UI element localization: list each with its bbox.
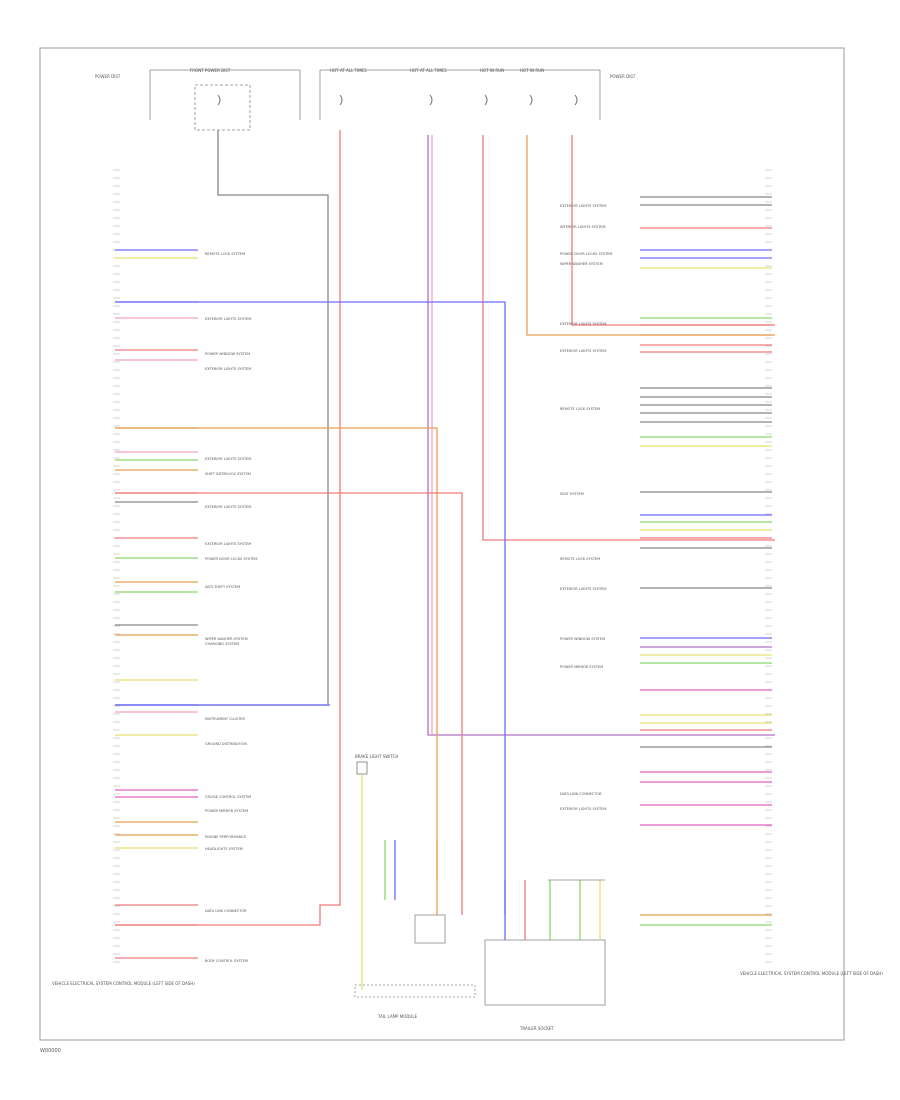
header-labels: POWER DIST FRONT POWER DIST HOT AT ALL T… (95, 68, 636, 79)
wires (115, 130, 775, 926)
right-system-label: REMOTE LOCK SYSTEM (560, 557, 600, 561)
wire-orange-2 (115, 427, 438, 880)
left-system-label: POWER MIRROR SYSTEM (205, 809, 248, 813)
wire-purple-1 (427, 135, 775, 736)
right-system-labels: EXTERIOR LIGHTS SYSTEM INTERIOR LIGHTS SY… (560, 204, 612, 811)
svg-text:POWER DIST: POWER DIST (610, 74, 636, 79)
left-system-label: INSTRUMENT CLUSTER (205, 717, 245, 721)
wire-gray-1 (115, 130, 329, 706)
right-system-label: POWER MIRROR SYSTEM (560, 665, 603, 669)
left-system-label: EXTERIOR LIGHTS SYSTEM (205, 367, 251, 371)
left-system-label: REMOTE LOCK SYSTEM (205, 252, 245, 256)
fuse-header (149, 69, 601, 131)
right-system-label: POWER DOOR LOCKS SYSTEM (560, 252, 612, 256)
left-system-label: DATA LINK CONNECTOR (205, 909, 247, 913)
left-system-label: EXTERIOR LIGHTS SYSTEM (205, 457, 251, 461)
diagram-border (39, 47, 845, 1041)
left-system-label: ANTI-THEFT SYSTEM (205, 585, 240, 589)
wire-orange-1 (526, 135, 775, 336)
brake-switch-title: BRAKE LIGHT SWITCH (355, 754, 398, 759)
left-system-label: POWER WINDOW SYSTEM (205, 352, 250, 356)
left-wire-stubs (115, 249, 198, 959)
right-connector-pins (765, 169, 772, 963)
left-system-label: EXTERIOR LIGHTS SYSTEM (205, 505, 251, 509)
tail-lamp-module (354, 840, 476, 998)
right-system-label: INTERIOR LIGHTS SYSTEM (560, 225, 606, 229)
right-system-label: EXTERIOR LIGHTS SYSTEM (560, 587, 606, 591)
right-wire-stubs (640, 196, 772, 926)
left-system-label: SHIFT INTERLOCK SYSTEM (205, 472, 251, 476)
left-system-labels: REMOTE LOCK SYSTEM EXTERIOR LIGHTS SYSTEM… (205, 252, 257, 963)
left-system-label: WIPER WASHER SYSTEM (205, 637, 248, 641)
left-system-label: CRUISE CONTROL SYSTEM (205, 795, 251, 799)
tail-lamp-title: TAIL LAMP MODULE (377, 1014, 418, 1019)
right-system-label: EXTERIOR LIGHTS SYSTEM (560, 807, 606, 811)
left-system-label: ENGINE PERFORMANCE (205, 835, 246, 839)
left-connector-pins (113, 169, 120, 963)
left-system-label: EXTERIOR LIGHTS SYSTEM (205, 317, 251, 321)
trailer-socket (484, 879, 606, 1006)
right-system-label: SEAT SYSTEM (560, 492, 584, 496)
wire-red-1 (115, 130, 341, 926)
left-system-label: CHARGING SYSTEM (205, 642, 239, 646)
left-system-label: EXTERIOR LIGHTS SYSTEM (205, 542, 251, 546)
right-system-label: DATA LINK CONNECTOR (560, 792, 602, 796)
left-system-label: HEADLIGHTS SYSTEM (205, 847, 243, 851)
wire-red-4 (115, 492, 463, 880)
right-system-label: REMOTE LOCK SYSTEM (560, 407, 600, 411)
wire-red-3 (571, 135, 775, 326)
wire-blue-1 (115, 301, 506, 915)
footer-code: W00000 (40, 1048, 61, 1054)
svg-text:HOT IN RUN: HOT IN RUN (480, 68, 504, 73)
svg-text:HOT AT ALL TIMES: HOT AT ALL TIMES (330, 68, 367, 73)
right-system-label: EXTERIOR LIGHTS SYSTEM (560, 204, 606, 208)
left-system-label: GROUND DISTRIBUTION (205, 742, 247, 746)
right-module-title: VEHICLE ELECTRICAL SYSTEM CONTROL MODULE… (740, 971, 883, 976)
svg-text:HOT AT ALL TIMES: HOT AT ALL TIMES (410, 68, 447, 73)
svg-text:FRONT POWER DIST: FRONT POWER DIST (190, 68, 231, 73)
fuse-symbols (217, 94, 578, 106)
brake-light-switch (356, 761, 368, 990)
right-system-label: EXTERIOR LIGHTS SYSTEM (560, 349, 606, 353)
right-system-label: POWER WINDOW SYSTEM (560, 637, 605, 641)
left-system-label: POWER DOOR LOCKS SYSTEM (205, 557, 257, 561)
left-system-label: BODY CONTROL SYSTEM (205, 959, 248, 963)
trailer-socket-title: TRAILER SOCKET (519, 1026, 554, 1031)
svg-text:POWER DIST: POWER DIST (95, 74, 121, 79)
left-module-title: VEHICLE ELECTRICAL SYSTEM CONTROL MODULE… (52, 981, 195, 986)
right-system-label: EXTERIOR LIGHTS SYSTEM (560, 322, 606, 326)
svg-text:HOT IN RUN: HOT IN RUN (520, 68, 544, 73)
right-system-label: WIPER WASHER SYSTEM (560, 262, 603, 266)
wire-red-2 (482, 135, 775, 541)
